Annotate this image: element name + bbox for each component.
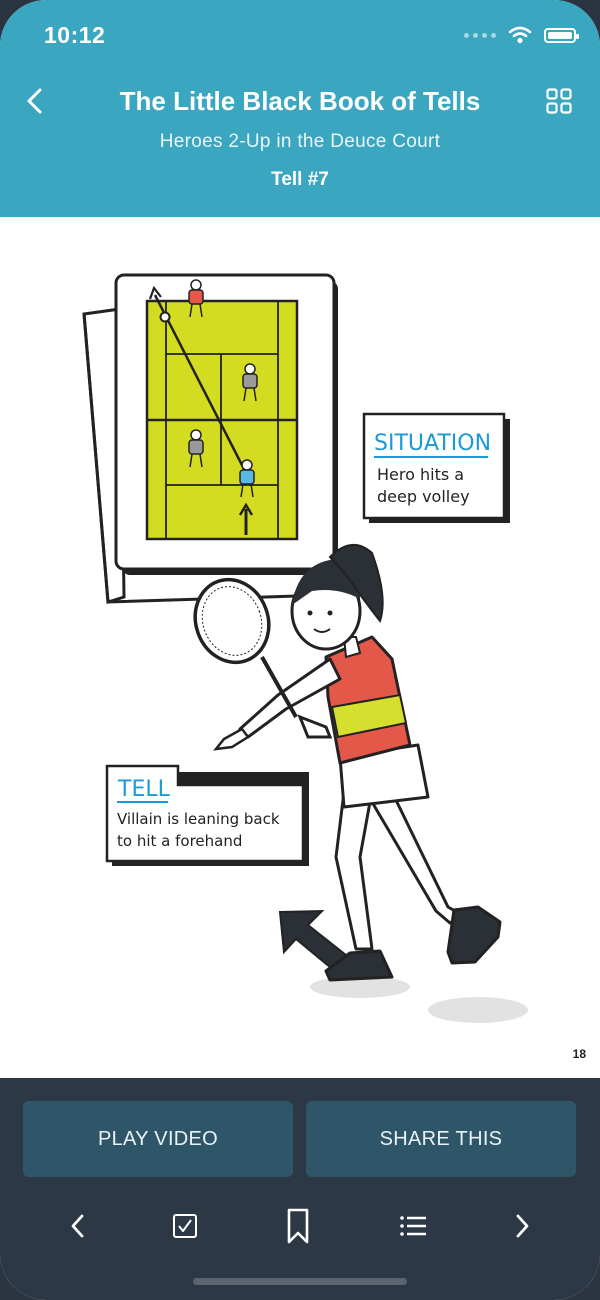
book-title: The Little Black Book of Tells [119,86,481,116]
tell-line1: Villain is leaning back [117,810,280,828]
prev-page-button[interactable] [58,1206,98,1246]
bookmark-button[interactable] [278,1206,318,1246]
play-video-button[interactable]: PLAY VIDEO [23,1101,293,1177]
partner-player [188,429,204,468]
chevron-right-icon [516,1214,529,1238]
situation-line1: Hero hits a [377,465,464,484]
back-icon[interactable] [22,86,50,116]
chapter-subtitle: Heroes 2-Up in the Deuce Court [159,131,441,152]
list-icon [400,1216,426,1236]
tell-number: Tell #7 [271,169,329,190]
player-illustration [193,544,502,982]
chevron-left-icon [71,1214,84,1238]
tell-card [105,764,305,863]
opponent-player [242,363,258,402]
home-indicator[interactable] [193,1278,407,1285]
battery-icon [544,27,579,43]
tell-heading: TELL [117,777,171,802]
header-bar: 10:12 The Little Black Book of Tells Her… [0,0,600,217]
contents-button[interactable] [393,1206,433,1246]
mark-done-button[interactable] [165,1206,205,1246]
page-number: 18 [572,1047,586,1061]
tell-illustration: SITUATION Hero hits a deep volley [82,273,528,1023]
wifi-icon [508,26,532,44]
next-page-button[interactable] [502,1206,542,1246]
checkbox-icon [173,1214,197,1238]
status-icons [464,26,579,44]
situation-line2: deep volley [377,487,470,506]
signal-icon [464,32,496,38]
bookmark-icon [287,1208,309,1244]
tennis-court [145,299,299,541]
tell-line2: to hit a forehand [117,832,242,850]
status-time: 10:12 [44,22,106,48]
villain-player [188,279,204,318]
illustration-page: SITUATION Hero hits a deep volley [0,217,600,1078]
situation-card [362,412,506,520]
grid-icon[interactable] [546,88,572,114]
share-this-button[interactable]: SHARE THIS [306,1101,576,1177]
hero-player [239,459,255,498]
situation-heading: SITUATION [374,431,491,456]
bottom-bar: PLAY VIDEO SHARE THIS [0,1078,600,1300]
